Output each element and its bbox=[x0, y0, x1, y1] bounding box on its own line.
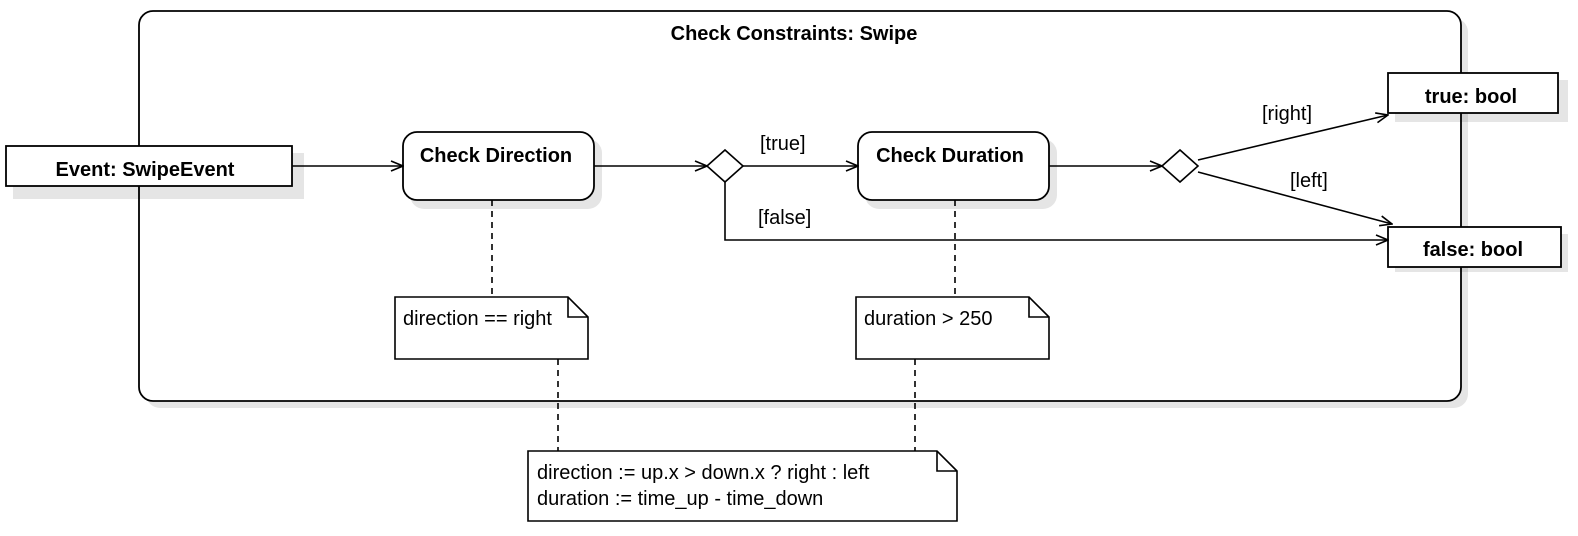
output-pin-true: true: bool bbox=[1387, 72, 1568, 122]
guard-left: [left] bbox=[1290, 170, 1328, 192]
note-definition-direction: direction := up.x > down.x ? right : lef… bbox=[537, 462, 870, 484]
guard-right: [right] bbox=[1262, 103, 1312, 125]
output-pin-true-label: true: bool bbox=[1425, 86, 1517, 108]
note-duration: duration > 250 bbox=[855, 296, 1050, 360]
flow-left bbox=[1197, 171, 1392, 224]
action-check-duration-label: Check Duration bbox=[876, 145, 1024, 167]
input-pin: Event: SwipeEvent bbox=[5, 145, 304, 199]
action-check-direction-label: Check Direction bbox=[420, 145, 572, 167]
note-definitions: direction := up.x > down.x ? right : lef… bbox=[527, 450, 958, 522]
note-direction-text: direction == right bbox=[403, 308, 552, 330]
decision-node-duration bbox=[1160, 148, 1200, 184]
output-pin-false-label: false: bool bbox=[1423, 239, 1523, 261]
note-direction: direction == right bbox=[394, 296, 589, 360]
note-duration-text: duration > 250 bbox=[864, 308, 992, 330]
output-pin-false: false: bool bbox=[1387, 226, 1568, 272]
guard-false: [false] bbox=[758, 207, 811, 229]
frame-title: Check Constraints: Swipe bbox=[671, 23, 918, 45]
action-check-direction: Check Direction bbox=[402, 131, 602, 209]
flow-false bbox=[724, 182, 1388, 240]
note-definition-duration: duration := time_up - time_down bbox=[537, 488, 823, 510]
guard-true: [true] bbox=[760, 133, 806, 155]
input-pin-label: Event: SwipeEvent bbox=[56, 159, 235, 181]
flow-right bbox=[1197, 115, 1388, 161]
action-check-duration: Check Duration bbox=[857, 131, 1057, 209]
